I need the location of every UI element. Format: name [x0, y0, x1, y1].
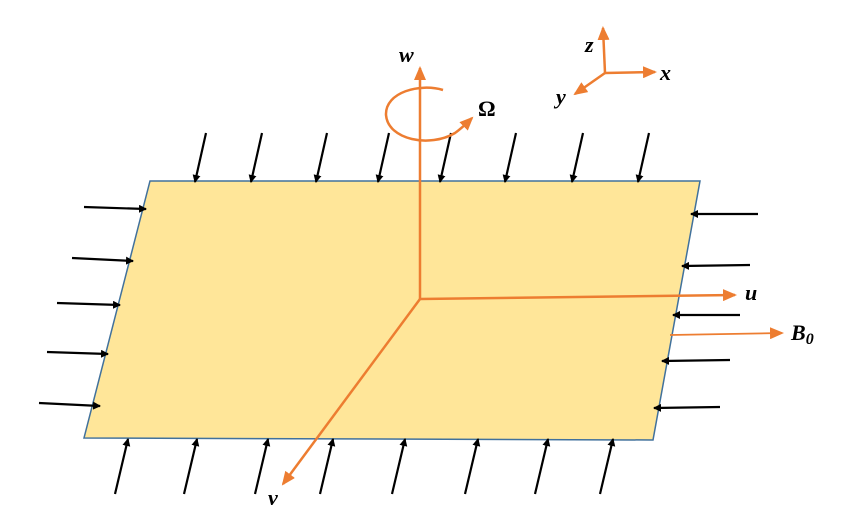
label-v: v	[268, 485, 278, 510]
force-arrow-top	[313, 132, 329, 183]
force-arrow-bottom	[533, 438, 551, 495]
force-arrow-bottom	[113, 438, 131, 495]
force-arrow-top	[635, 132, 651, 183]
force-arrow-right	[661, 356, 731, 365]
force-arrow-bottom	[182, 438, 200, 495]
force-arrow-bottom	[390, 438, 408, 495]
label-b0-sub: 0	[806, 331, 814, 348]
force-arrow-top	[375, 132, 391, 183]
force-arrow-bottom	[253, 438, 271, 495]
plate	[83, 180, 701, 441]
y-axis	[573, 71, 606, 96]
force-arrow-bottom	[598, 438, 616, 495]
force-arrow-left	[83, 204, 147, 213]
v-axis	[281, 298, 422, 486]
force-arrow-top	[569, 132, 585, 183]
label-omega: Ω	[478, 96, 496, 121]
force-arrow-top	[248, 132, 264, 183]
label-u: u	[745, 280, 757, 305]
b0-arrow	[669, 327, 784, 340]
force-arrow-top	[437, 132, 453, 183]
label-b0: B0	[790, 320, 814, 348]
axes	[281, 26, 784, 486]
force-arrow-left	[56, 300, 121, 309]
force-arrow-right	[681, 261, 751, 270]
label-x: x	[659, 60, 671, 85]
force-arrow-bottom	[463, 438, 481, 495]
force-arrow-top	[502, 132, 518, 183]
z-axis	[597, 26, 610, 74]
compressive-forces	[38, 132, 758, 495]
force-arrow-top	[192, 132, 208, 183]
label-b0-main: B	[790, 320, 806, 345]
rotation-arrow-icon	[384, 86, 474, 142]
label-y: y	[553, 84, 566, 109]
force-arrow-left	[71, 256, 134, 265]
u-axis	[419, 289, 737, 302]
x-axis	[604, 66, 657, 79]
label-z: z	[584, 32, 594, 57]
force-arrow-bottom	[318, 438, 336, 495]
force-arrow-left	[38, 401, 101, 410]
label-w: w	[399, 42, 414, 67]
force-arrow-left	[46, 349, 109, 358]
force-arrow-right	[653, 403, 721, 412]
